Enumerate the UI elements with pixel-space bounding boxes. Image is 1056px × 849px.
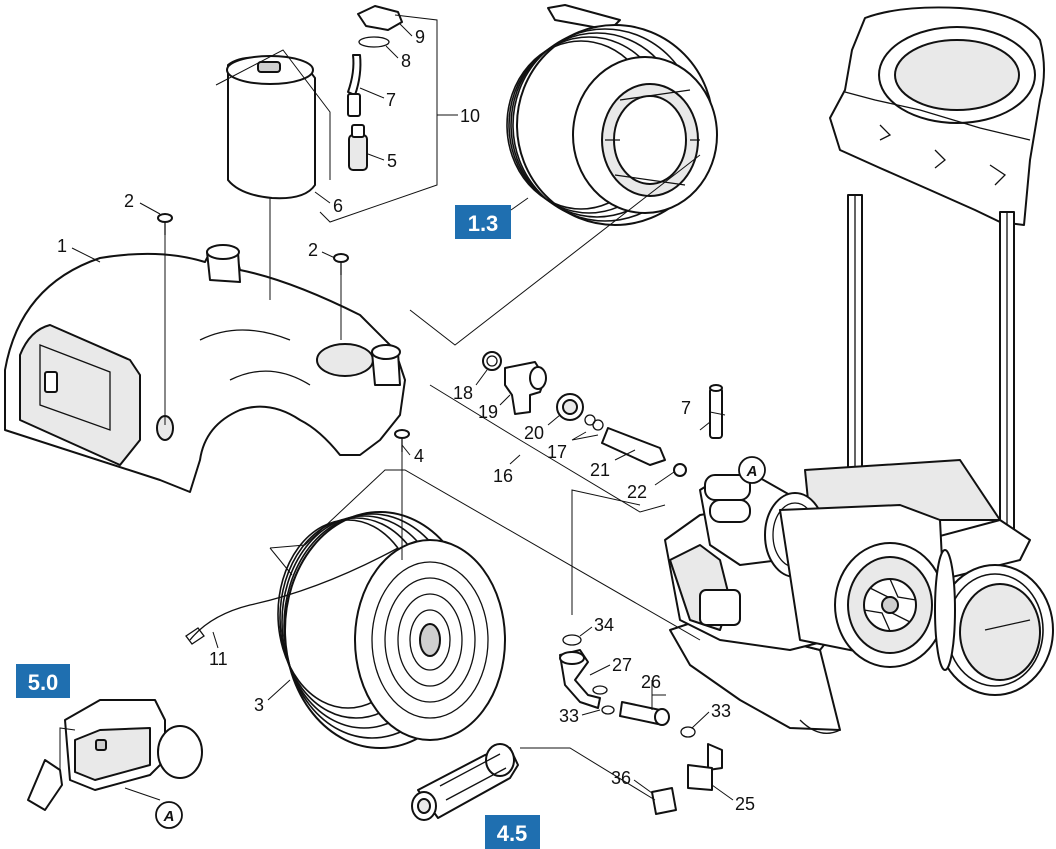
callout-27: 27 <box>612 655 632 675</box>
housing-cover <box>4 244 406 493</box>
section-label-4-5: 4.5 <box>497 821 528 846</box>
callout-7-right: 7 <box>681 398 691 418</box>
suction-assembly <box>347 5 403 171</box>
callout-20: 20 <box>524 423 544 443</box>
callout-7-top: 7 <box>386 90 396 110</box>
section-label-5-0: 5.0 <box>28 670 59 695</box>
callout-33-left: 33 <box>559 706 579 726</box>
callout-4: 4 <box>414 446 424 466</box>
connection-marker-a-switch: A <box>155 801 183 829</box>
water-inlet-parts <box>559 634 723 815</box>
section-label-1-3: 1.3 <box>468 211 499 236</box>
callout-16: 16 <box>493 466 513 486</box>
callout-36: 36 <box>611 768 631 788</box>
switch-assembly <box>27 699 203 811</box>
water-filter <box>411 743 519 821</box>
callout-2-right: 2 <box>308 240 318 260</box>
callout-8: 8 <box>401 51 411 71</box>
callout-10: 10 <box>460 106 480 126</box>
leader-lines <box>59 14 726 801</box>
wheel <box>934 549 1054 696</box>
callout-22: 22 <box>627 482 647 502</box>
section-badge-4-5[interactable]: 4.5 <box>485 815 540 849</box>
callout-labels: 1 2 2 3 4 5 6 7 7 8 9 10 11 16 17 18 19 … <box>57 23 755 814</box>
connector-parts <box>482 351 687 477</box>
callout-17: 17 <box>547 442 567 462</box>
detergent-tank <box>226 55 316 200</box>
section-badge-1-3[interactable]: 1.3 <box>455 197 529 239</box>
callout-21: 21 <box>590 460 610 480</box>
marker-label-a-switch: A <box>163 808 175 825</box>
callout-25: 25 <box>735 794 755 814</box>
pump-motor-assembly <box>664 384 946 668</box>
hose-reel-top <box>506 4 718 226</box>
callout-18: 18 <box>453 383 473 403</box>
callout-33-right: 33 <box>711 701 731 721</box>
marker-label-a-pump: A <box>746 463 758 480</box>
callout-19: 19 <box>478 402 498 422</box>
callout-34: 34 <box>594 615 614 635</box>
callout-6: 6 <box>333 196 343 216</box>
callout-9: 9 <box>415 27 425 47</box>
callout-3: 3 <box>254 695 264 715</box>
callout-26: 26 <box>641 672 661 692</box>
connection-marker-a-pump: A <box>738 456 766 484</box>
section-badge-5-0[interactable]: 5.0 <box>16 664 70 698</box>
callout-5: 5 <box>387 151 397 171</box>
hose-reel-bottom <box>185 511 506 749</box>
callout-11: 11 <box>209 649 228 669</box>
callout-2-left: 2 <box>124 191 134 211</box>
callout-1: 1 <box>57 236 67 256</box>
